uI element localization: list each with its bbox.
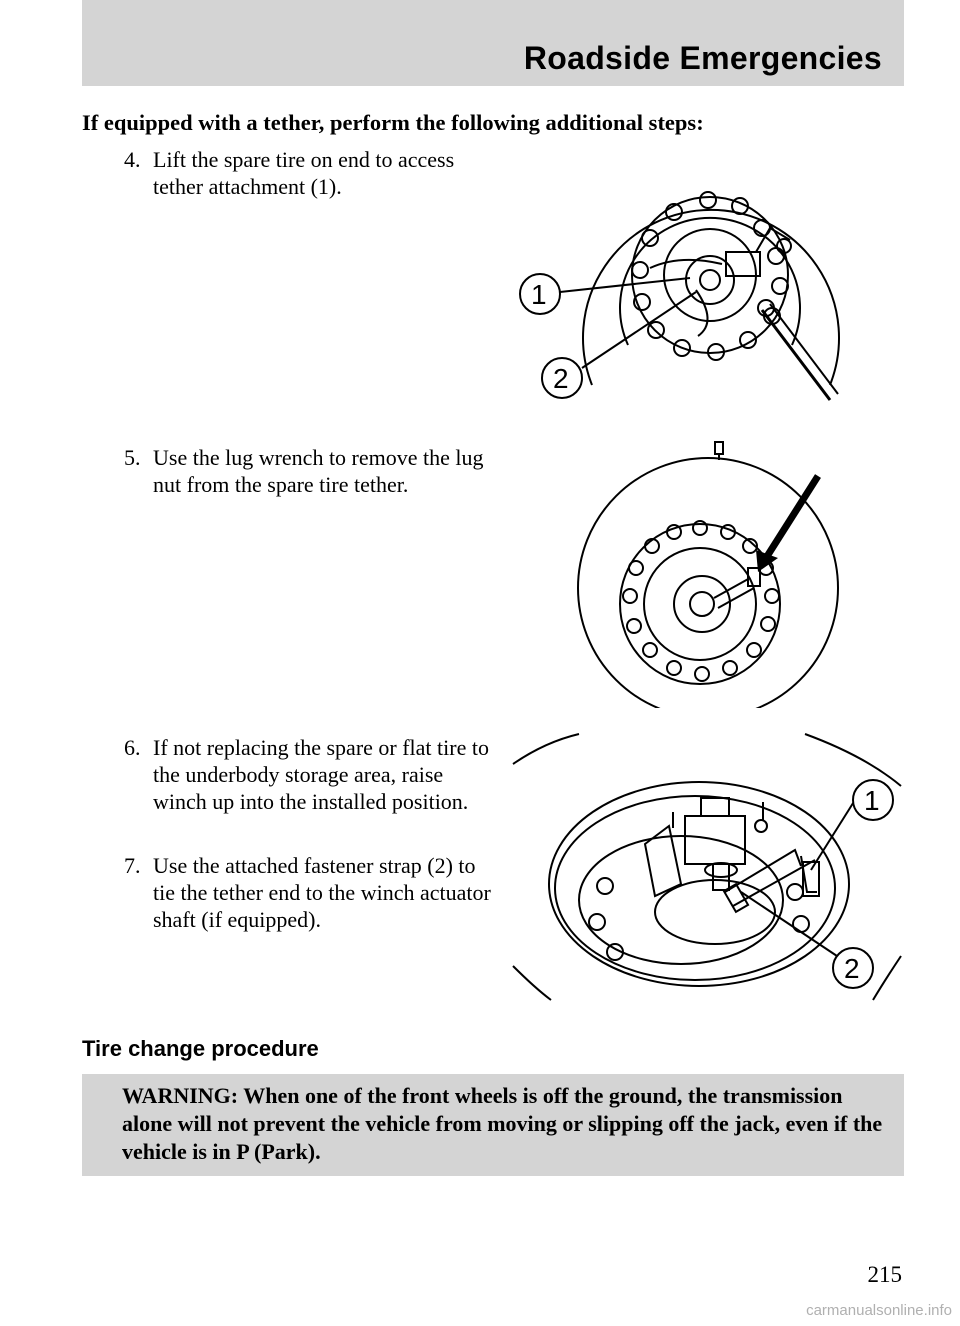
figure-tether-lug-nut — [577, 441, 839, 708]
step-text: If not replacing the spare or flat tire … — [153, 735, 489, 814]
step-6: 6. If not replacing the spare or flat ti… — [124, 734, 494, 815]
section-heading: Tire change procedure — [82, 1036, 319, 1061]
page-title: Roadside Emergencies — [523, 40, 882, 76]
callout-1: 1 — [864, 785, 880, 816]
intro-text: If equipped with a tether, perform the f… — [82, 110, 704, 135]
step-text: Lift the spare tire on end to access tet… — [153, 147, 455, 199]
warning-box: WARNING: When one of the front wheels is… — [82, 1074, 904, 1176]
step-5: 5. Use the lug wrench to remove the lug … — [124, 444, 494, 498]
callout-1: 1 — [531, 279, 547, 310]
figure-winch-strap: 1 2 — [512, 733, 902, 1001]
step-4: 4. Lift the spare tire on end to access … — [124, 146, 494, 200]
callout-2: 2 — [844, 953, 860, 984]
step-text: Use the attached fastener strap (2) to t… — [153, 853, 491, 932]
step-7: 7. Use the attached fastener strap (2) t… — [124, 852, 494, 933]
footer-watermark: carmanualsonline.info — [806, 1302, 952, 1319]
step-number: 4. — [124, 147, 141, 172]
callout-2: 2 — [553, 363, 569, 394]
warning-text: WARNING: When one of the front wheels is… — [122, 1083, 883, 1164]
step-number: 6. — [124, 735, 141, 760]
page-number: 215 — [867, 1262, 903, 1287]
step-number: 5. — [124, 445, 141, 470]
step-text: Use the lug wrench to remove the lug nut… — [153, 445, 484, 497]
step-number: 7. — [124, 853, 141, 878]
figure-tether-attachment: 1 2 — [519, 191, 840, 401]
header-band: Roadside Emergencies — [82, 0, 904, 86]
